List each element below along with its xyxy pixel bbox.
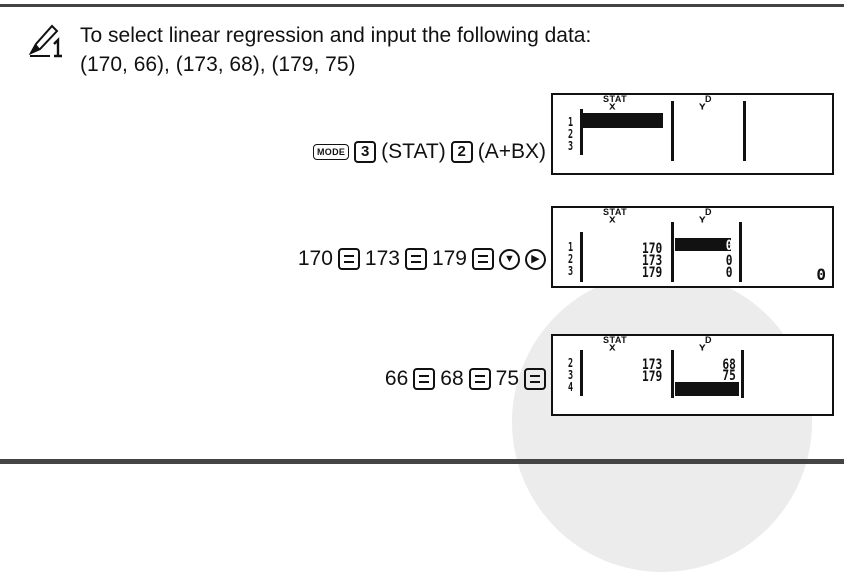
x-column-header: X — [609, 102, 616, 112]
value-173: 173 — [364, 247, 400, 270]
cell-cursor — [675, 382, 739, 396]
cell-cursor — [675, 238, 731, 251]
stat-label: (STAT) — [381, 140, 446, 163]
value-179: 179 — [431, 247, 467, 270]
cell-cursor — [583, 113, 663, 128]
y-cell: 68 — [722, 357, 736, 373]
down-arrow-key-icon: ▼ — [499, 248, 520, 270]
equals-key — [413, 368, 436, 390]
equals-key — [524, 368, 546, 390]
row-number: 1 — [568, 240, 574, 254]
table-divider — [743, 101, 746, 161]
table-divider — [741, 350, 744, 398]
table-divider — [671, 350, 674, 398]
row-number: 2 — [568, 356, 574, 370]
key-2: 2 — [450, 141, 473, 163]
screen-step2: STAT D X Y 1 2 3 170 173 179 0 0 0 0 — [551, 206, 834, 288]
key-3: 3 — [354, 141, 377, 163]
value-68: 68 — [440, 367, 464, 390]
row-number: 2 — [568, 127, 574, 141]
stat-indicator: STAT — [603, 207, 628, 217]
d-indicator: D — [705, 335, 712, 345]
y-column-header: Y — [699, 102, 706, 112]
x-cell: 173 — [641, 357, 662, 373]
y-cell: 0 — [725, 265, 732, 281]
x-cell: 179 — [641, 369, 662, 385]
value-170: 170 — [297, 247, 333, 270]
intro-line-2: (170, 66), (173, 68), (179, 75) — [80, 53, 356, 76]
equals-key — [404, 248, 427, 270]
y-column-header: Y — [699, 215, 706, 225]
screen-step3: STAT D X Y 2 3 4 173 179 68 75 — [551, 334, 834, 416]
x-column-header: X — [609, 343, 616, 353]
y-cell: 0 — [725, 253, 732, 269]
row-number: 1 — [568, 115, 574, 129]
table-divider — [671, 101, 674, 161]
table-divider — [580, 109, 583, 155]
watermark-circle — [512, 272, 812, 572]
row-number: 3 — [568, 139, 574, 153]
equals-key — [468, 368, 491, 390]
x-cell: 173 — [641, 253, 662, 269]
step1-keys: MODE 3 (STAT) 2 (A+BX) — [312, 140, 546, 164]
example-intro: To select linear regression and input th… — [80, 21, 591, 79]
table-divider — [580, 350, 583, 396]
d-indicator: D — [705, 94, 712, 104]
stat-indicator: STAT — [603, 94, 628, 104]
equals-key — [472, 248, 494, 270]
value-75: 75 — [495, 367, 519, 390]
step2-keys: 170 173 179 ▼ ▶ — [298, 247, 546, 271]
x-cell: 170 — [641, 241, 662, 257]
table-divider — [580, 232, 583, 282]
table-divider — [739, 222, 742, 282]
right-arrow-key-icon: ▶ — [525, 248, 546, 270]
stat-indicator: STAT — [603, 335, 628, 345]
x-cell: 179 — [641, 265, 662, 281]
row-number: 2 — [568, 252, 574, 266]
x-column-header: X — [609, 215, 616, 225]
a-bx-label: (A+BX) — [477, 140, 546, 163]
y-cell: 75 — [722, 368, 736, 384]
row-number: 3 — [568, 264, 574, 278]
d-indicator: D — [705, 207, 712, 217]
table-divider — [671, 222, 674, 282]
intro-line-1: To select linear regression and input th… — [80, 24, 592, 47]
mode-key: MODE — [312, 144, 350, 160]
bottom-rule — [0, 459, 844, 464]
input-value: 0 — [816, 265, 826, 284]
value-66: 66 — [384, 367, 409, 390]
row-number: 3 — [568, 368, 574, 382]
row-number: 4 — [568, 380, 574, 394]
y-column-header: Y — [699, 343, 706, 353]
screen-step1: STAT D X Y 1 2 3 — [551, 93, 834, 175]
equals-key — [337, 248, 360, 270]
top-rule — [0, 4, 844, 7]
pencil-note-icon — [28, 24, 62, 58]
step3-keys: 66 68 75 — [385, 367, 546, 391]
y-cell: 0 — [725, 238, 732, 254]
